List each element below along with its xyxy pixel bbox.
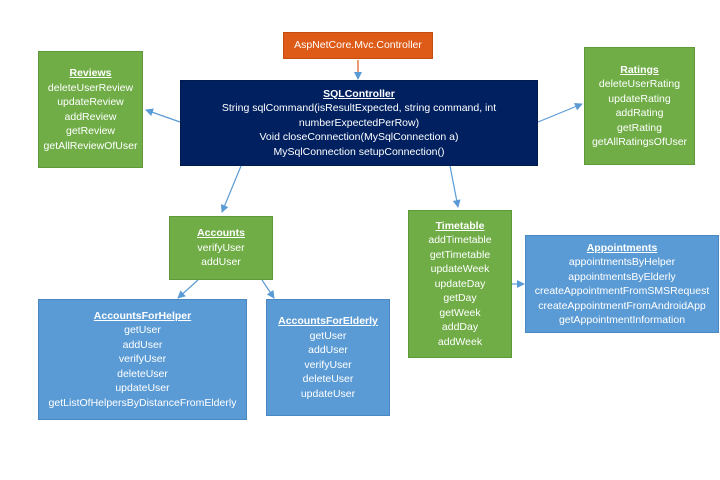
sqlcontroller-line: String sqlCommand(isResultExpected, stri…	[221, 102, 497, 115]
arrow-sqlcontroller-to-reviews	[145, 108, 181, 123]
reviews-method: deleteUserReview	[47, 81, 134, 94]
timetable-method: getWeek	[439, 306, 481, 319]
controller-label: AspNetCore.Mvc.Controller	[294, 39, 422, 52]
arrow-accounts-to-elderly	[261, 279, 275, 299]
sqlcontroller-box: SQLController String sqlCommand(isResult…	[180, 80, 538, 166]
ratings-title: Ratings	[620, 63, 659, 76]
arrow-sqlcontroller-to-timetable	[449, 165, 461, 208]
arrow-accounts-to-helper	[177, 279, 199, 299]
accounts-for-helper-method: addUser	[122, 338, 163, 351]
reviews-method: updateReview	[57, 96, 124, 108]
appointments-method: appointmentsByElderly	[568, 270, 676, 283]
reviews-method: addReview	[64, 110, 117, 123]
appointments-method: createAppointmentFromSMSRequest	[534, 285, 710, 297]
timetable-method: updateDay	[434, 277, 486, 290]
ratings-method: getAllRatingsOfUser	[591, 136, 688, 148]
reviews-method: getReview	[65, 125, 116, 137]
accounts-for-elderly-method: addUser	[308, 344, 348, 356]
ratings-method: updateRating	[608, 92, 671, 105]
timetable-method: updateWeek	[430, 263, 490, 276]
accounts-for-elderly-title: AccountsForElderly	[278, 315, 378, 327]
accounts-for-elderly-method: getUser	[309, 329, 347, 342]
accounts-for-elderly-method: updateUser	[300, 387, 356, 400]
accounts-for-helper-method: getUser	[124, 324, 161, 337]
sqlcontroller-line: Void closeConnection(MySqlConnection a)	[259, 131, 459, 144]
sqlcontroller-title: SQLController	[323, 87, 395, 100]
accounts-for-elderly-method: verifyUser	[304, 358, 352, 371]
timetable-method: getDay	[443, 292, 477, 305]
timetable-method: addWeek	[437, 335, 483, 348]
timetable-method: addDay	[441, 321, 479, 334]
reviews-box: Reviews deleteUserReview updateReview ad…	[38, 51, 143, 168]
appointments-method: getAppointmentInformation	[558, 314, 686, 326]
accounts-box: Accounts verifyUser addUser	[169, 216, 273, 280]
ratings-method: getRating	[617, 121, 662, 134]
appointments-box: Appointments appointmentsByHelper appoin…	[525, 235, 719, 333]
reviews-method: getAllReviewOfUser	[43, 139, 138, 152]
ratings-method: addRating	[615, 107, 664, 119]
timetable-method: addTimetable	[428, 234, 492, 247]
timetable-title: Timetable	[435, 219, 485, 232]
timetable-method: getTimetable	[429, 248, 491, 261]
accounts-for-helper-method: verifyUser	[118, 353, 167, 366]
accounts-title: Accounts	[197, 227, 245, 240]
arrow-sqlcontroller-to-accounts	[220, 165, 242, 213]
reviews-title: Reviews	[69, 67, 112, 79]
appointments-method: appointmentsByHelper	[568, 256, 676, 268]
accounts-for-elderly-method: deleteUser	[302, 373, 354, 385]
appointments-title: Appointments	[586, 241, 658, 254]
timetable-box: Timetable addTimetable getTimetable upda…	[408, 210, 512, 358]
sqlcontroller-line: numberExpectedPerRow)	[298, 116, 420, 129]
accounts-for-helper-method: updateUser	[115, 382, 170, 395]
ratings-method: deleteUserRating	[598, 78, 681, 90]
accounts-method: addUser	[201, 256, 241, 269]
accounts-for-helper-title: AccountsForHelper	[93, 309, 192, 322]
accounts-method: verifyUser	[197, 241, 245, 254]
arrow-sqlcontroller-to-ratings	[537, 102, 583, 123]
controller-box: AspNetCore.Mvc.Controller	[283, 32, 433, 59]
accounts-for-helper-box: AccountsForHelper getUser addUser verify…	[38, 299, 247, 420]
accounts-for-helper-method: getListOfHelpersByDistanceFromElderly	[48, 396, 237, 409]
appointments-method: createAppointmentFromAndroidApp	[538, 299, 706, 312]
ratings-box: Ratings deleteUserRating updateRating ad…	[584, 47, 695, 165]
accounts-for-helper-method: deleteUser	[117, 367, 168, 380]
sqlcontroller-line: MySqlConnection setupConnection()	[273, 145, 445, 158]
accounts-for-elderly-box: AccountsForElderly getUser addUser verif…	[266, 299, 390, 416]
